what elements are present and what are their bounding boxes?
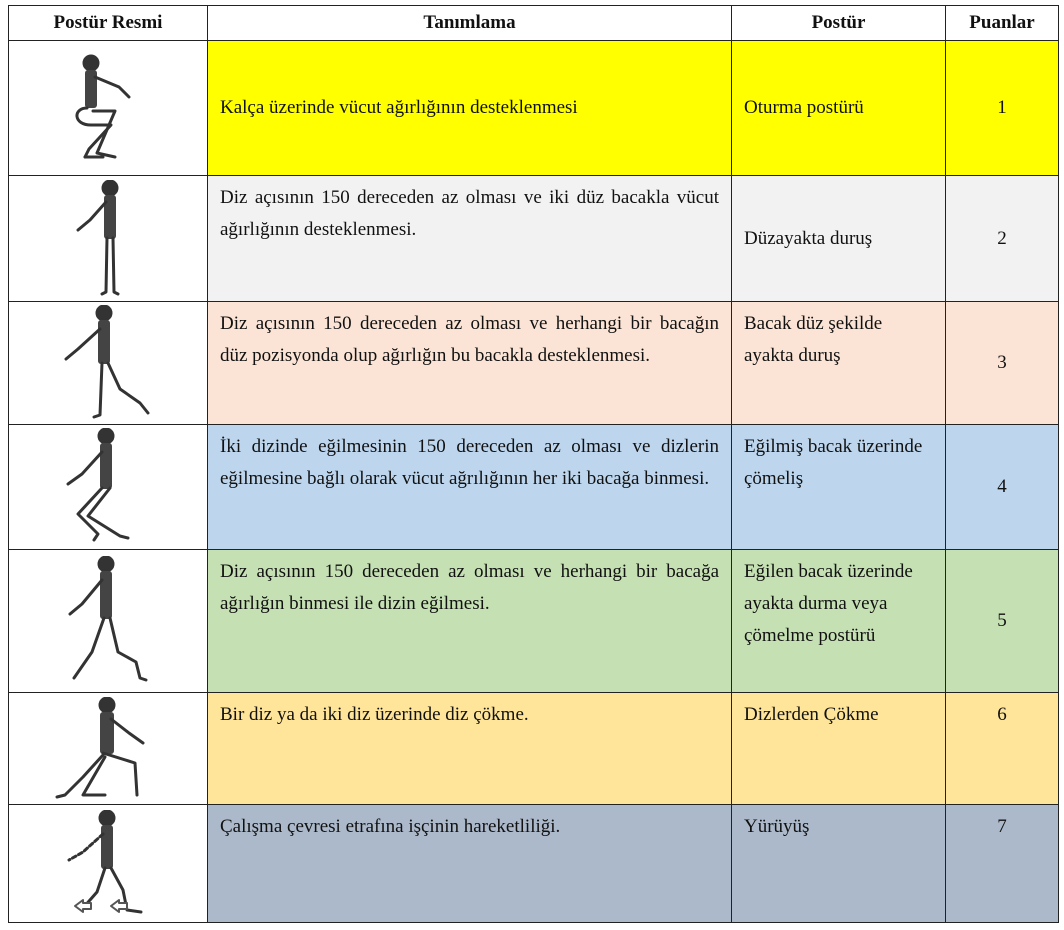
header-points: Puanlar — [945, 5, 1059, 41]
posture-table: Postür Resmi Tanımlama Postür Puanlar — [8, 5, 1059, 923]
table-row: Diz açısının 150 dereceden az olması ve … — [8, 175, 1059, 302]
header-row: Postür Resmi Tanımlama Postür Puanlar — [8, 5, 1059, 41]
table-row: Diz açısının 150 dereceden az olması ve … — [8, 549, 1059, 693]
points-cell: 6 — [945, 692, 1059, 805]
posture-cell: Bacak düz şekilde ayakta duruş — [731, 301, 946, 425]
posture-cell: Eğilmiş bacak üzerinde çömeliş — [731, 424, 946, 550]
bent-leg-figure-icon — [68, 556, 148, 682]
posture-cell: Dizlerden Çökme — [731, 692, 946, 805]
posture-image-cell — [8, 549, 208, 693]
table-row: Kalça üzerinde vücut ağırlığının destekl… — [8, 40, 1059, 176]
description-cell: Diz açısının 150 dereceden az olması ve … — [207, 549, 732, 693]
description-cell: Kalça üzerinde vücut ağırlığının destekl… — [207, 40, 732, 176]
squatting-figure-icon — [66, 428, 130, 542]
posture-cell: Yürüyüş — [731, 804, 946, 923]
description-cell: Diz açısının 150 dereceden az olması ve … — [207, 301, 732, 425]
posture-cell: Düzayakta duruş — [731, 175, 946, 302]
points-cell: 7 — [945, 804, 1059, 923]
points-cell: 1 — [945, 40, 1059, 176]
header-posture: Postür — [731, 5, 946, 41]
posture-cell: Oturma postürü — [731, 40, 946, 176]
table-row: Bir diz ya da iki diz üzerinde diz çökme… — [8, 692, 1059, 805]
points-cell: 5 — [945, 549, 1059, 693]
posture-cell: Eğilen bacak üzerinde ayakta durma veya … — [731, 549, 946, 693]
header-image: Postür Resmi — [8, 5, 208, 41]
table-row: Diz açısının 150 dereceden az olması ve … — [8, 301, 1059, 425]
posture-image-cell — [8, 804, 208, 923]
posture-image-cell — [8, 175, 208, 302]
standing-straight-figure-icon — [76, 179, 120, 295]
posture-image-cell — [8, 424, 208, 550]
standing-one-leg-figure-icon — [64, 305, 150, 419]
description-cell: Bir diz ya da iki diz üzerinde diz çökme… — [207, 692, 732, 805]
posture-image-cell — [8, 692, 208, 805]
table-row: İki dizinde eğilmesinin 150 dereceden az… — [8, 424, 1059, 550]
description-cell: Çalışma çevresi etrafına işçinin hareket… — [207, 804, 732, 923]
table-row: Çalışma çevresi etrafına işçinin hareket… — [8, 804, 1059, 923]
points-cell: 3 — [945, 301, 1059, 425]
description-cell: Diz açısının 150 dereceden az olması ve … — [207, 175, 732, 302]
description-cell: İki dizinde eğilmesinin 150 dereceden az… — [207, 424, 732, 550]
posture-image-cell — [8, 40, 208, 176]
posture-image-cell — [8, 301, 208, 425]
walking-figure-icon — [67, 809, 143, 913]
header-description: Tanımlama — [207, 5, 732, 41]
points-cell: 2 — [945, 175, 1059, 302]
points-cell: 4 — [945, 424, 1059, 550]
kneeling-figure-icon — [55, 696, 145, 798]
sitting-figure-icon — [75, 54, 131, 159]
